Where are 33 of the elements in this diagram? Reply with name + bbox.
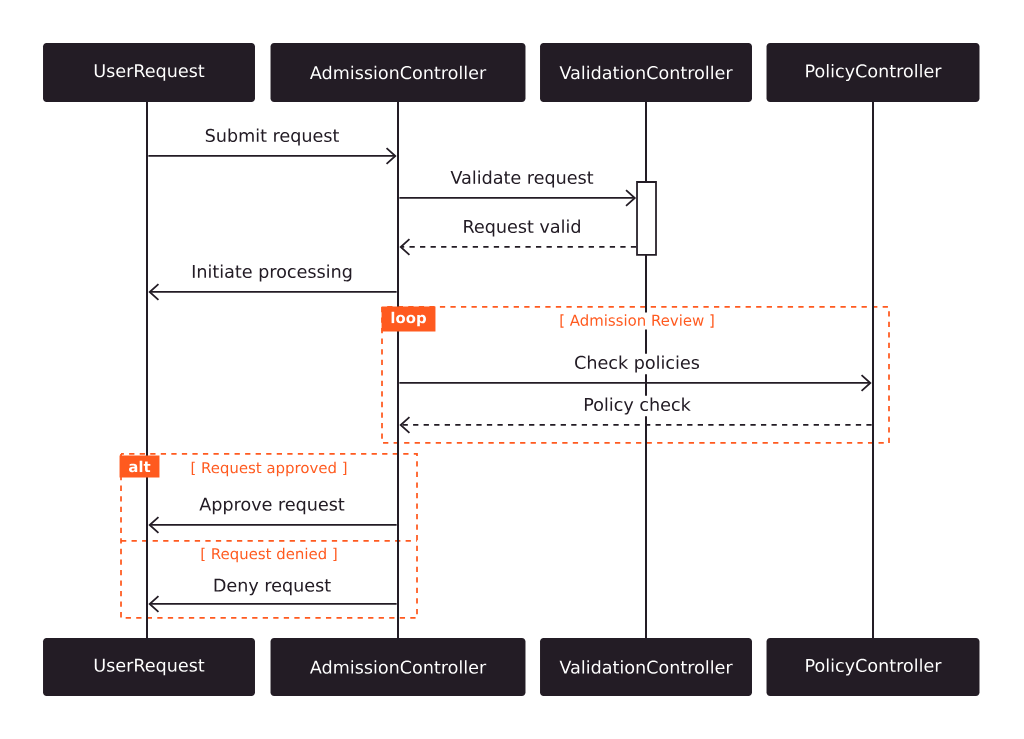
message-label: Submit request xyxy=(202,126,342,148)
message-arrow xyxy=(398,189,637,207)
participant-box: PolicyController xyxy=(766,638,980,696)
participant-box: AdmissionController xyxy=(270,43,526,102)
lifeline xyxy=(397,102,399,638)
message-arrow xyxy=(147,147,397,165)
lifeline xyxy=(872,102,874,638)
fragment-tag: alt xyxy=(119,455,160,478)
guard-label: [ Request approved ] xyxy=(188,460,350,478)
message-arrow xyxy=(399,238,637,256)
participant-box: ValidationController xyxy=(540,43,752,102)
participant-box: PolicyController xyxy=(766,43,980,102)
message-label: Initiate processing xyxy=(189,262,355,284)
message-label: Policy check xyxy=(581,395,693,417)
participant-box: UserRequest xyxy=(43,43,255,102)
message-label: Validate request xyxy=(448,168,596,190)
message-label: Approve request xyxy=(197,496,347,516)
participant-box: ValidationController xyxy=(540,638,752,696)
guard-label: [ Request denied ] xyxy=(198,546,340,564)
message-arrow xyxy=(148,595,398,613)
message-arrow xyxy=(399,416,873,434)
lifeline xyxy=(146,102,148,638)
fragment-tag: loop xyxy=(381,306,436,332)
participant-box: AdmissionController xyxy=(270,638,526,696)
participant-box: UserRequest xyxy=(43,638,255,696)
message-arrow xyxy=(398,374,872,392)
message-label: Check policies xyxy=(572,353,702,375)
guard-label: [ Admission Review ] xyxy=(557,312,717,330)
message-label: Deny request xyxy=(211,577,333,597)
message-arrow xyxy=(148,516,398,534)
activation-bar xyxy=(636,181,657,256)
message-label: Request valid xyxy=(460,217,584,239)
message-arrow xyxy=(148,283,398,301)
